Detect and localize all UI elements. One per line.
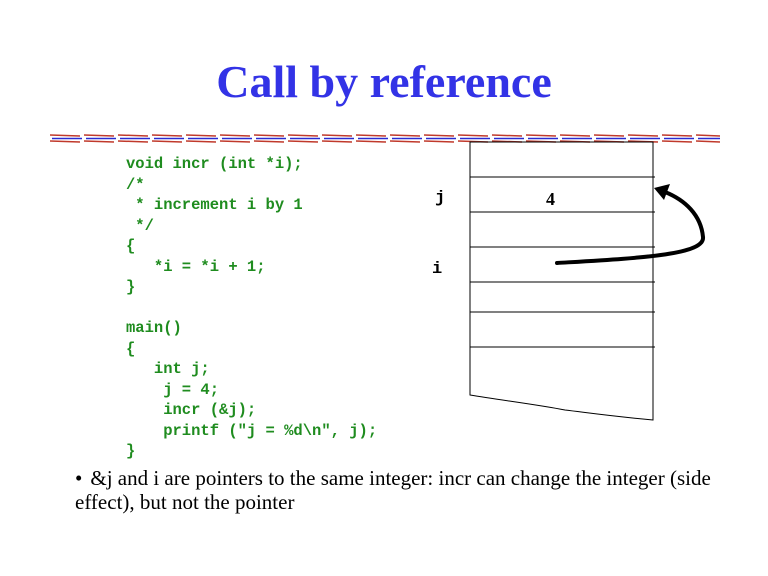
divider-stroke <box>219 134 251 137</box>
arrow-head <box>654 184 670 200</box>
divider-stroke <box>491 134 523 137</box>
stack-outline <box>469 141 654 421</box>
divider-stroke <box>253 134 285 137</box>
divider-stroke <box>457 134 489 137</box>
divider-stroke <box>287 134 319 137</box>
code-line: j = 4; <box>126 380 220 399</box>
code-line: { <box>126 237 136 255</box>
divider-stroke <box>117 140 149 143</box>
divider-stroke <box>695 140 720 143</box>
divider-stroke <box>695 134 720 137</box>
variable-label-i: i <box>432 260 443 279</box>
code-line: */ <box>126 216 154 235</box>
code-line: { <box>126 339 136 358</box>
code-line: main() <box>126 319 182 337</box>
code-line: *i = *i + 1; <box>126 257 266 276</box>
memory-stack-diagram <box>469 141 705 421</box>
code-line: } <box>126 278 136 296</box>
divider-stroke <box>627 134 659 137</box>
divider-stroke <box>525 134 557 137</box>
divider-stroke <box>117 134 149 137</box>
bullet-point: •&j and i are pointers to the same integ… <box>75 466 715 514</box>
divider-stroke <box>50 140 81 143</box>
code-line: incr (&j); <box>126 401 257 419</box>
bullet-text: &j and i are pointers to the same intege… <box>75 466 711 514</box>
variable-label-j: j <box>435 189 446 208</box>
code-line: /* <box>126 175 145 194</box>
divider-stroke <box>661 134 693 137</box>
divider-stroke <box>151 134 183 137</box>
code-line: * increment i by 1 <box>126 196 303 214</box>
code-line: } <box>126 442 136 460</box>
divider-stroke <box>321 140 353 143</box>
bullet-symbol: • <box>75 466 83 490</box>
slide-title: Call by reference <box>216 56 552 107</box>
divider-stroke <box>151 140 183 143</box>
divider-stroke <box>185 140 217 143</box>
pointer-arrow <box>555 190 705 265</box>
decorative-divider <box>50 134 720 143</box>
code-listing: void incr (int *i); /* * increment i by … <box>126 154 377 462</box>
divider-stroke <box>355 134 387 137</box>
divider-stroke <box>389 140 421 143</box>
divider-stroke <box>355 140 387 143</box>
code-line: printf ("j = %d\n", j); <box>126 421 378 440</box>
divider-stroke <box>559 134 591 137</box>
divider-stroke <box>423 140 455 143</box>
divider-stroke <box>423 134 455 137</box>
divider-stroke <box>83 134 115 137</box>
divider-stroke <box>389 134 421 137</box>
divider-stroke <box>287 140 319 143</box>
divider-stroke <box>661 140 693 143</box>
cell-value-j: 4 <box>546 189 555 209</box>
divider-stroke <box>253 140 285 143</box>
code-line: int j; <box>126 360 210 378</box>
code-line: void incr (int *i); <box>126 155 303 173</box>
divider-stroke <box>83 140 115 143</box>
divider-stroke <box>50 134 81 137</box>
divider-stroke <box>185 134 217 137</box>
divider-stroke <box>321 134 353 137</box>
divider-stroke <box>593 134 625 137</box>
divider-stroke <box>219 140 251 143</box>
